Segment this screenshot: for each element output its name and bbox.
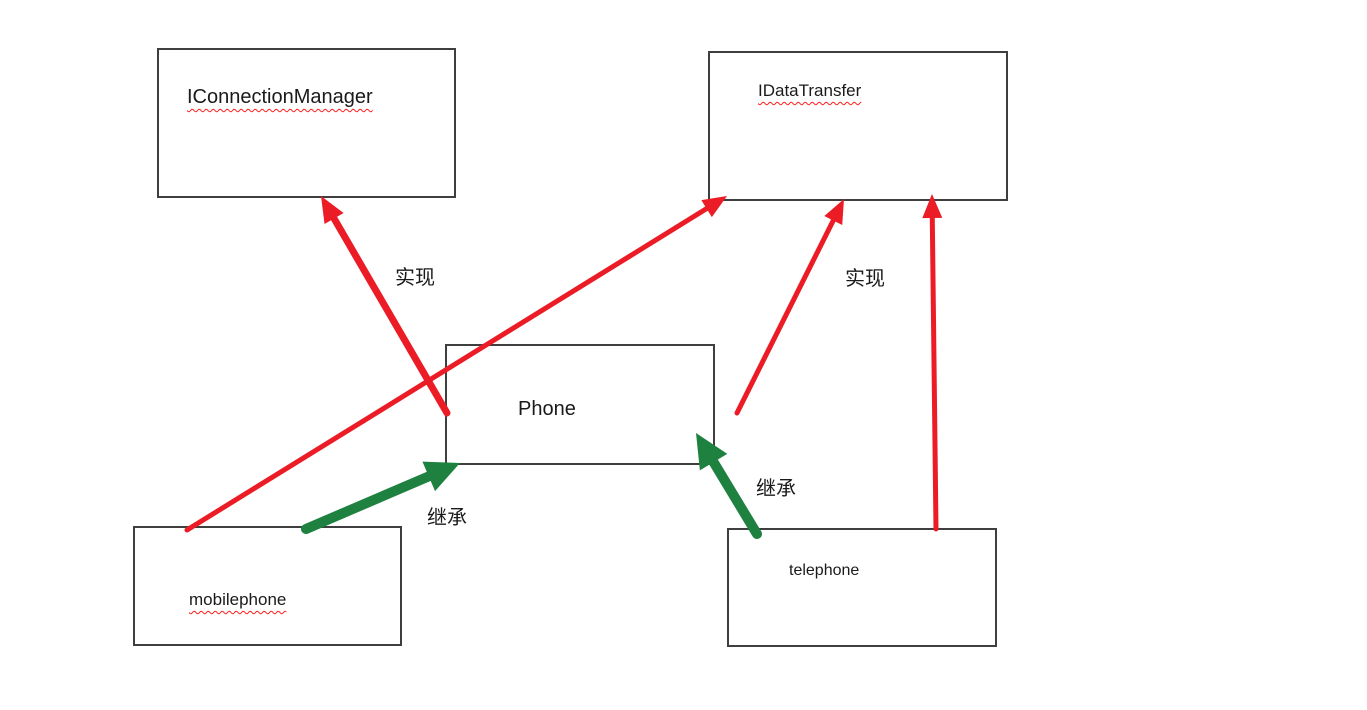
edge-label-inherit-telephone-phone: 继承 (756, 478, 796, 500)
edge-label-realize-phone-idatatransfer: 实现 (845, 268, 885, 290)
arrow-phone-realizes-idatatransfer (734, 199, 844, 416)
class-box-mobilephone[interactable]: mobilephone (133, 526, 402, 646)
class-name-iconnectionmanager: IConnectionManager (187, 86, 373, 108)
class-box-phone[interactable]: Phone (445, 344, 715, 465)
arrow-telephone-realizes-idatatransfer (922, 194, 943, 532)
edge-label-realize-phone-iconnectionmanager: 实现 (395, 267, 435, 289)
class-name-phone: Phone (518, 398, 576, 420)
edge-label-inherit-mobilephone-phone: 继承 (427, 507, 467, 529)
class-name-idatatransfer: IDataTransfer (758, 81, 862, 100)
class-name-telephone: telephone (789, 562, 860, 579)
class-box-telephone[interactable]: telephone (727, 528, 997, 647)
class-name-mobilephone: mobilephone (189, 590, 287, 609)
class-box-idatatransfer[interactable]: IDataTransfer (708, 51, 1008, 201)
class-box-iconnectionmanager[interactable]: IConnectionManager (157, 48, 456, 198)
arrow-phone-realizes-iconnectionmanager (321, 196, 451, 417)
